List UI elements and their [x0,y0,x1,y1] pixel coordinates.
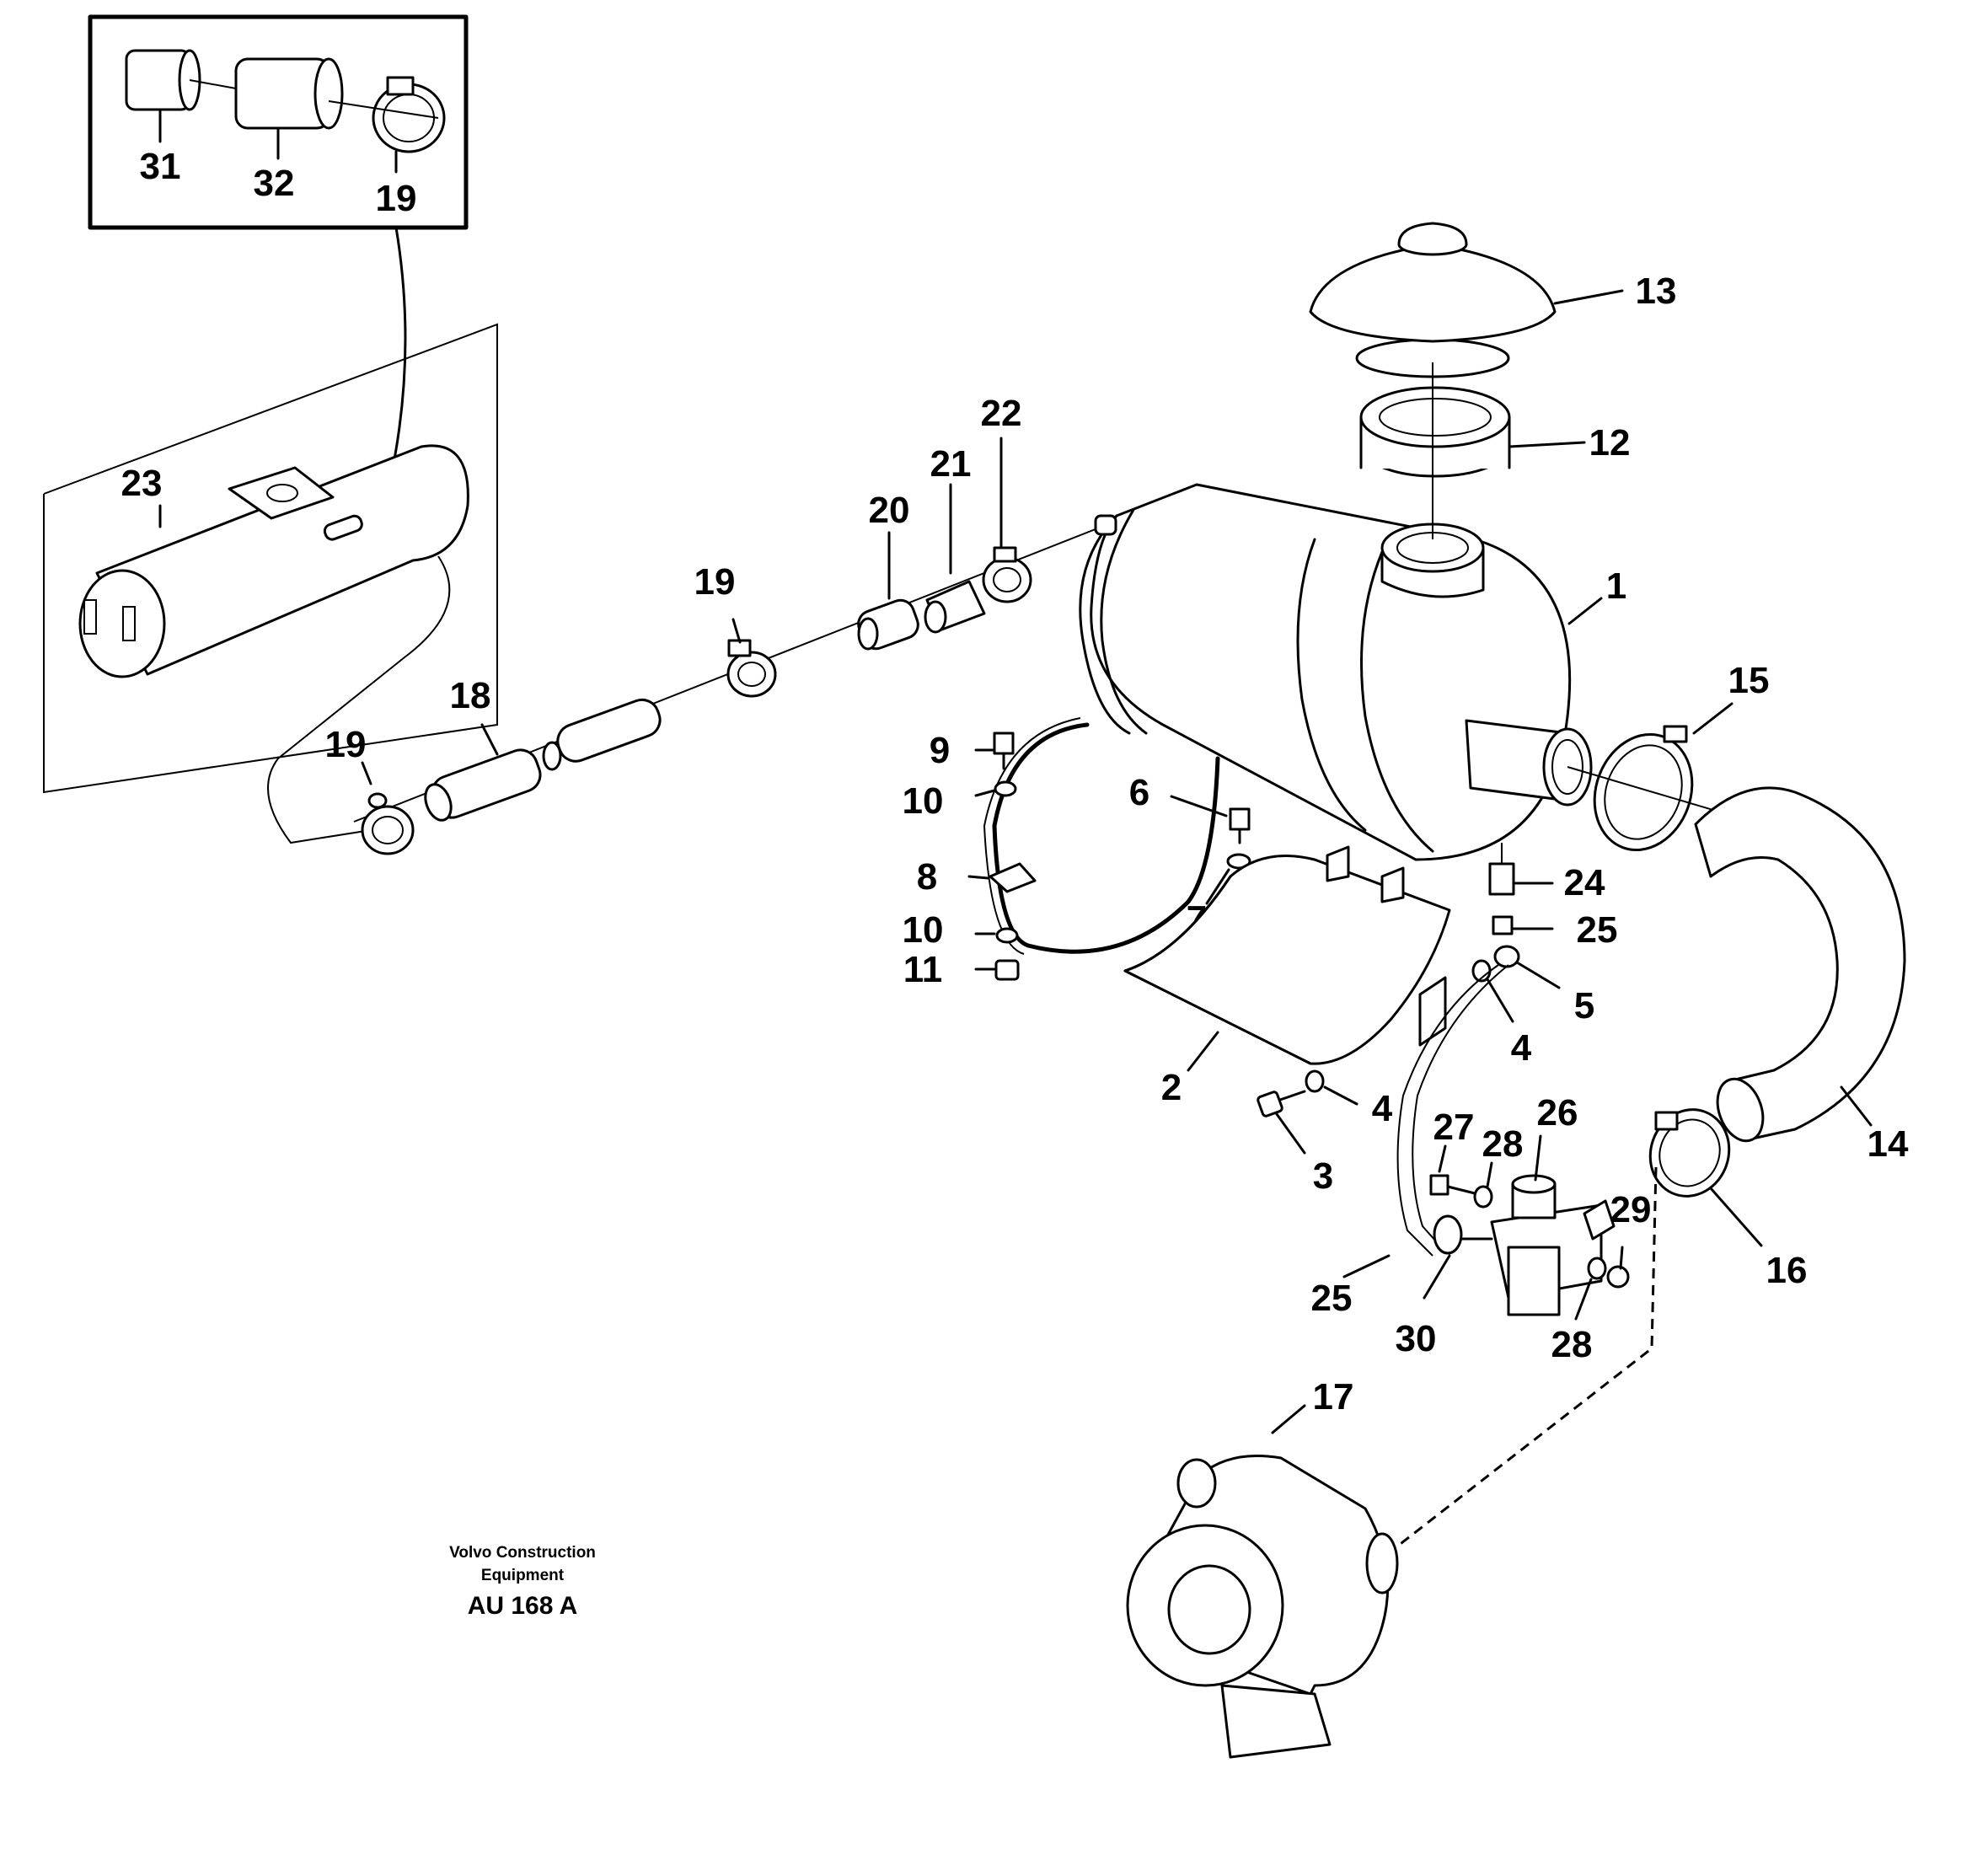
part-5-nut [1493,945,1520,968]
part-24-fitting [1488,843,1515,896]
part-30-hose-clamp [1433,1214,1493,1255]
label-19-inset: 19 [376,178,417,219]
label-26: 26 [1537,1092,1578,1134]
part-21-reducer [924,580,986,634]
label-24: 24 [1564,862,1605,903]
inset-detail-box: 31 32 19 [88,14,469,230]
label-16: 16 [1766,1250,1808,1291]
label-10-upper: 10 [903,780,944,822]
part-20-sleeve [857,598,919,651]
hose-line-muffler [267,555,451,844]
label-3: 3 [1313,1155,1333,1197]
part-2-cradle [1123,845,1451,1065]
part-15-clamp [1567,725,1754,852]
label-9: 9 [930,730,950,771]
part-14-elbow-hose [1694,786,1906,1143]
part-4-washer-lower [1305,1069,1325,1093]
part-23-muffler [78,444,469,678]
label-20: 20 [869,490,910,531]
part-16-clamp [1648,1108,1731,1198]
label-4-upper: 4 [1511,1027,1532,1069]
part-12-ring [1359,386,1511,478]
part-10-washer-lower [995,927,1019,944]
part-6-bolt [1229,807,1251,844]
part-8-bracket [989,862,1037,893]
part-25-hose-short [1492,915,1514,935]
label-23: 23 [121,463,163,504]
label-14: 14 [1867,1123,1909,1165]
part-13-cap [1309,222,1557,539]
part-10-washer-upper [994,780,1017,797]
part-28-washer-upper [1473,1185,1493,1209]
part-32-hose [189,57,344,130]
part-19-clamp-upper [726,639,777,698]
label-5: 5 [1574,985,1594,1026]
label-31: 31 [140,146,181,187]
part-7-washer [1226,853,1251,870]
part-19-clamp-lower [361,792,415,855]
part-25-hose-long [1396,964,1499,1257]
part-1-air-cleaner [1079,483,1593,861]
part-26-restriction-indicator [1490,1174,1616,1316]
part-17-turbocharger [1126,1455,1399,1759]
label-8: 8 [917,856,937,898]
label-10-lower: 10 [903,909,944,951]
part-31-sleeve [125,49,201,111]
caption-block: Volvo Construction Equipment AU 168 A [449,1544,596,1620]
part-29-nut [1606,1265,1630,1289]
label-25-upper: 25 [1577,909,1618,951]
part-11-nut [994,959,1020,981]
label-19-upper: 19 [694,561,736,603]
label-1: 1 [1606,565,1626,607]
label-19-lower: 19 [325,724,367,765]
label-28-upper: 28 [1482,1123,1524,1165]
label-21: 21 [930,443,972,485]
part-9-bolt [993,732,1015,770]
label-25-lower: 25 [1311,1278,1353,1319]
part-18-hose-segments [424,698,662,822]
label-28-lower: 28 [1551,1324,1593,1365]
caption-code: AU 168 A [468,1592,578,1620]
label-4-lower: 4 [1372,1088,1393,1129]
part-band-strap [983,717,1220,955]
mounting-plane [43,323,498,794]
label-18: 18 [450,675,491,716]
label-30: 30 [1396,1318,1437,1359]
label-6: 6 [1129,772,1149,813]
part-28-washer-lower [1587,1257,1607,1280]
part-22-clamp [982,546,1032,603]
caption-line-2: Equipment [481,1567,565,1584]
dashed-centerline [1348,1166,1658,1586]
label-11: 11 [903,949,943,990]
label-12: 12 [1589,422,1631,464]
label-22: 22 [981,393,1022,434]
part-27-screw [1429,1174,1483,1197]
label-27: 27 [1433,1107,1475,1148]
label-29: 29 [1610,1189,1652,1230]
part-19-clamp-inset [328,76,446,153]
caption-line-1: Volvo Construction [449,1544,596,1562]
label-2: 2 [1161,1067,1182,1108]
label-13: 13 [1636,271,1677,312]
part-3-bolt [1257,1090,1306,1117]
label-32: 32 [254,163,295,204]
label-17: 17 [1313,1376,1354,1418]
label-15: 15 [1728,660,1770,701]
